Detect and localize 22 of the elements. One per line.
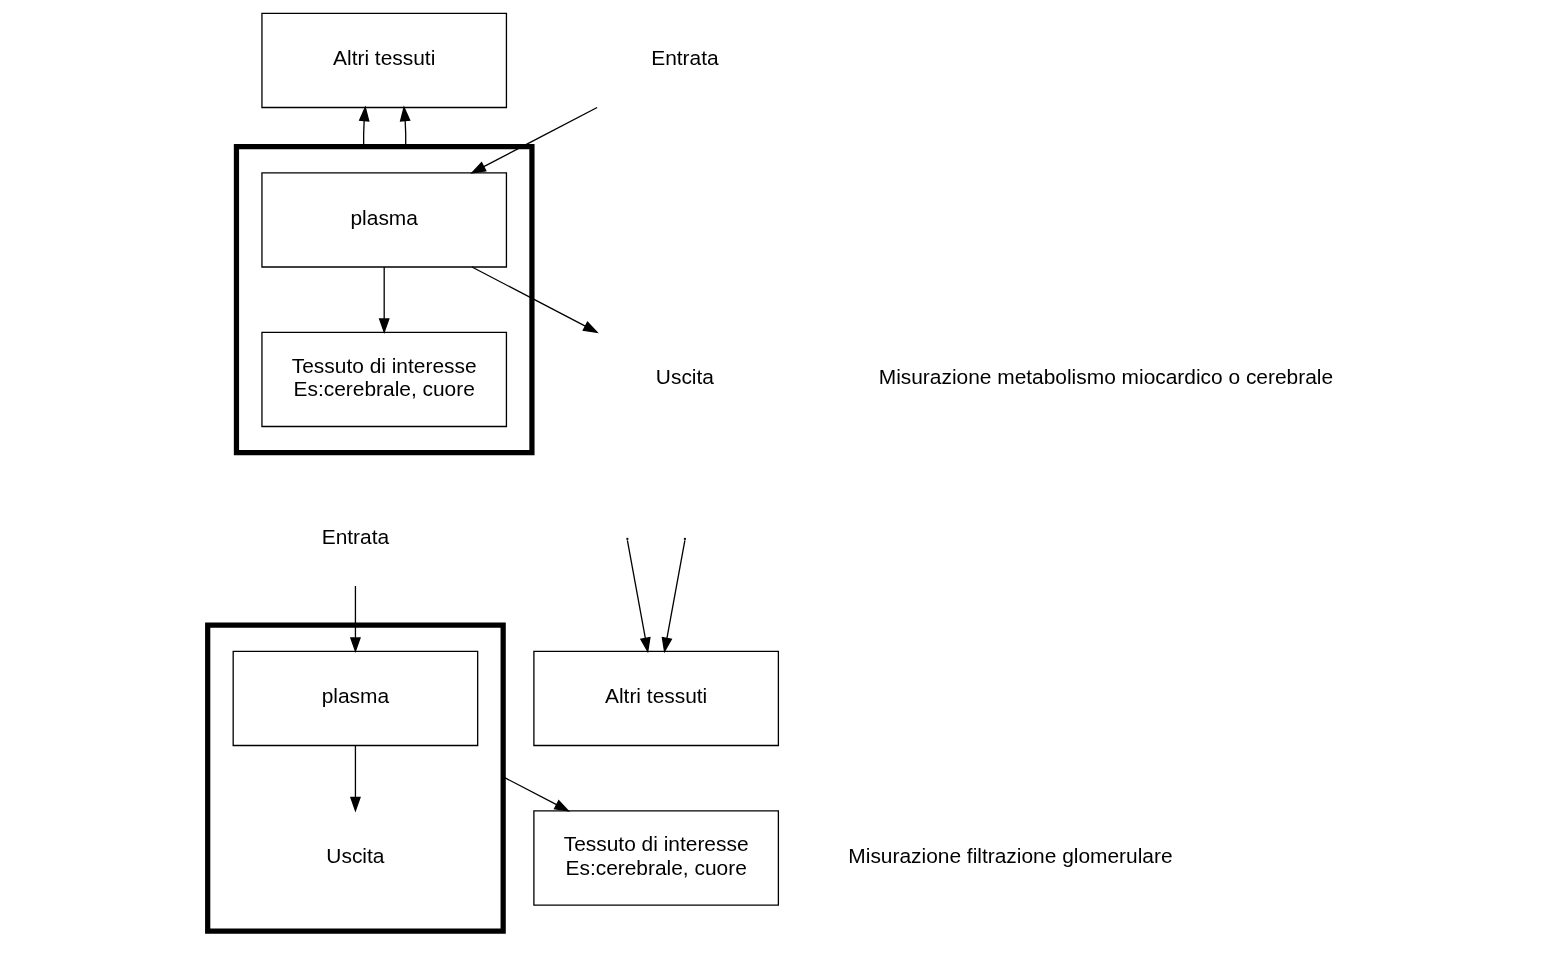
node-box: Tessuto di interesse Es:cerebrale, cuore — [260, 331, 507, 428]
arrow — [470, 266, 599, 334]
arrow — [469, 106, 598, 174]
node-box: Tessuto di interesse Es:cerebrale, cuore — [532, 810, 779, 906]
node-text: Uscita — [655, 365, 714, 389]
node-text: Entrata — [321, 524, 389, 548]
node-box: Altri tessuti — [260, 12, 507, 109]
node-box: plasma — [260, 172, 507, 268]
node-box: Altri tessuti — [532, 650, 779, 747]
cluster — [233, 144, 535, 456]
label: Misurazione metabolismo miocardico o cerebrale — [878, 365, 1333, 389]
arrow — [502, 776, 570, 812]
arrow — [378, 266, 390, 334]
arrow — [661, 539, 686, 654]
label: Misurazione filtrazione glomerulare — [847, 843, 1173, 867]
node-text: Uscita — [325, 843, 384, 867]
cluster — [204, 622, 506, 934]
node-text: Entrata — [650, 46, 719, 70]
node-box: plasma — [232, 650, 478, 747]
arrow — [349, 585, 361, 653]
arrow — [349, 744, 361, 813]
arrow — [626, 539, 651, 654]
